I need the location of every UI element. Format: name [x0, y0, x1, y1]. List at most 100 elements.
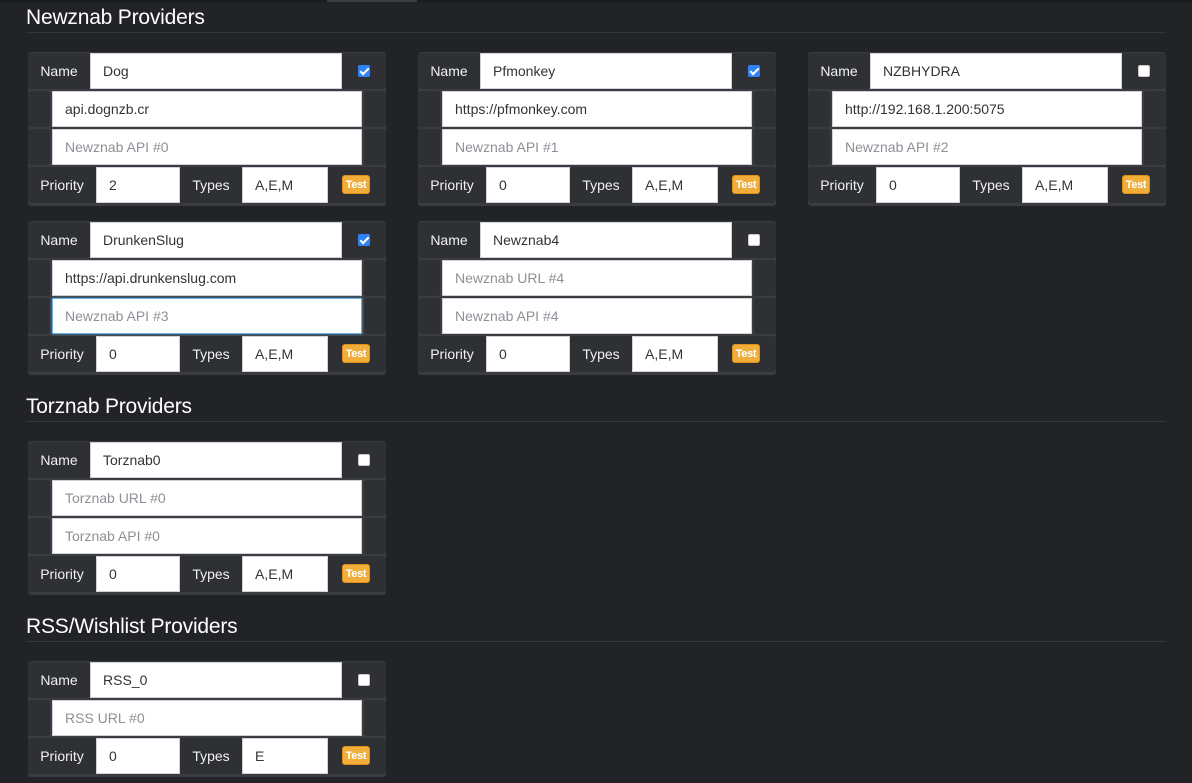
test-button[interactable]: Test: [342, 746, 370, 765]
url-side-left: [808, 91, 830, 127]
url-row: http://192.168.1.200:5075: [808, 90, 1166, 128]
types-input[interactable]: E: [242, 738, 328, 774]
test-button[interactable]: Test: [342, 175, 370, 194]
api-key-input[interactable]: Newznab API #4: [442, 298, 752, 334]
url-input[interactable]: Newznab URL #4: [442, 260, 752, 296]
test-cell: Test: [328, 556, 386, 592]
url-side-left: [28, 91, 50, 127]
test-cell: Test: [718, 336, 776, 372]
types-label: Types: [180, 167, 242, 203]
priority-label: Priority: [418, 167, 486, 203]
test-cell: Test: [1108, 167, 1166, 203]
name-input[interactable]: RSS_0: [90, 662, 342, 698]
types-input[interactable]: A,E,M: [1022, 167, 1108, 203]
test-button[interactable]: Test: [342, 344, 370, 363]
types-input[interactable]: A,E,M: [632, 336, 718, 372]
api-side-left: [28, 518, 50, 554]
url-input[interactable]: https://api.drunkenslug.com: [52, 260, 362, 296]
url-side-right: [364, 260, 386, 296]
enabled-checkbox[interactable]: [358, 674, 370, 686]
types-input[interactable]: A,E,M: [242, 336, 328, 372]
test-button[interactable]: Test: [732, 175, 760, 194]
priority-label: Priority: [28, 167, 96, 203]
types-input[interactable]: A,E,M: [242, 167, 328, 203]
priority-input[interactable]: 0: [96, 336, 180, 372]
section-divider: [26, 421, 1166, 422]
priority-label: Priority: [28, 738, 96, 774]
api-row: Newznab API #0: [28, 128, 386, 166]
enabled-checkbox[interactable]: [358, 234, 370, 246]
name-input[interactable]: DrunkenSlug: [90, 222, 342, 258]
priority-label: Priority: [28, 556, 96, 592]
types-input[interactable]: A,E,M: [242, 556, 328, 592]
api-row: Torznab API #0: [28, 517, 386, 555]
api-key-input[interactable]: Newznab API #1: [442, 129, 752, 165]
url-input[interactable]: https://pfmonkey.com: [442, 91, 752, 127]
url-input[interactable]: api.dognzb.cr: [52, 91, 362, 127]
enabled-checkbox[interactable]: [748, 234, 760, 246]
name-label: Name: [418, 222, 480, 258]
section-divider: [26, 32, 1166, 33]
name-label: Name: [28, 53, 90, 89]
test-button[interactable]: Test: [342, 564, 370, 583]
priority-input[interactable]: 0: [96, 738, 180, 774]
enabled-checkbox[interactable]: [358, 65, 370, 77]
url-side-left: [418, 260, 440, 296]
test-cell: Test: [328, 336, 386, 372]
priority-input[interactable]: 2: [96, 167, 180, 203]
test-button[interactable]: Test: [732, 344, 760, 363]
priority-label: Priority: [418, 336, 486, 372]
url-row: RSS URL #0: [28, 699, 386, 737]
api-key-input[interactable]: Newznab API #2: [832, 129, 1142, 165]
name-input[interactable]: Pfmonkey: [480, 53, 732, 89]
url-side-right: [754, 91, 776, 127]
api-side-left: [418, 298, 440, 334]
test-cell: Test: [328, 167, 386, 203]
name-input[interactable]: NZBHYDRA: [870, 53, 1122, 89]
api-row: Newznab API #3: [28, 297, 386, 335]
url-input[interactable]: http://192.168.1.200:5075: [832, 91, 1142, 127]
url-row: Torznab URL #0: [28, 479, 386, 517]
name-input[interactable]: Dog: [90, 53, 342, 89]
types-label: Types: [570, 167, 632, 203]
api-side-right: [754, 298, 776, 334]
top-tab-indicator: [327, 0, 417, 2]
name-input[interactable]: Torznab0: [90, 442, 342, 478]
types-input[interactable]: A,E,M: [632, 167, 718, 203]
url-side-right: [364, 480, 386, 516]
name-input[interactable]: Newznab4: [480, 222, 732, 258]
enabled-checkbox[interactable]: [748, 65, 760, 77]
test-button[interactable]: Test: [1122, 175, 1150, 194]
priority-input[interactable]: 0: [486, 167, 570, 203]
url-row: Newznab URL #4: [418, 259, 776, 297]
api-key-input[interactable]: Newznab API #0: [52, 129, 362, 165]
newznab-section-title: Newznab Providers: [26, 6, 205, 29]
name-label: Name: [28, 662, 90, 698]
api-key-input[interactable]: Torznab API #0: [52, 518, 362, 554]
name-label: Name: [418, 53, 480, 89]
priority-input[interactable]: 0: [876, 167, 960, 203]
types-label: Types: [180, 738, 242, 774]
api-side-left: [28, 298, 50, 334]
enabled-checkbox[interactable]: [358, 454, 370, 466]
api-row: Newznab API #2: [808, 128, 1166, 166]
priority-input[interactable]: 0: [96, 556, 180, 592]
rss-section-title: RSS/Wishlist Providers: [26, 615, 238, 638]
api-side-right: [1144, 129, 1166, 165]
url-input[interactable]: Torznab URL #0: [52, 480, 362, 516]
enabled-checkbox-cell: [342, 222, 386, 258]
priority-input[interactable]: 0: [486, 336, 570, 372]
enabled-checkbox[interactable]: [1138, 65, 1150, 77]
api-key-input[interactable]: Newznab API #3: [52, 298, 362, 334]
url-input[interactable]: RSS URL #0: [52, 700, 362, 736]
api-row: Newznab API #1: [418, 128, 776, 166]
